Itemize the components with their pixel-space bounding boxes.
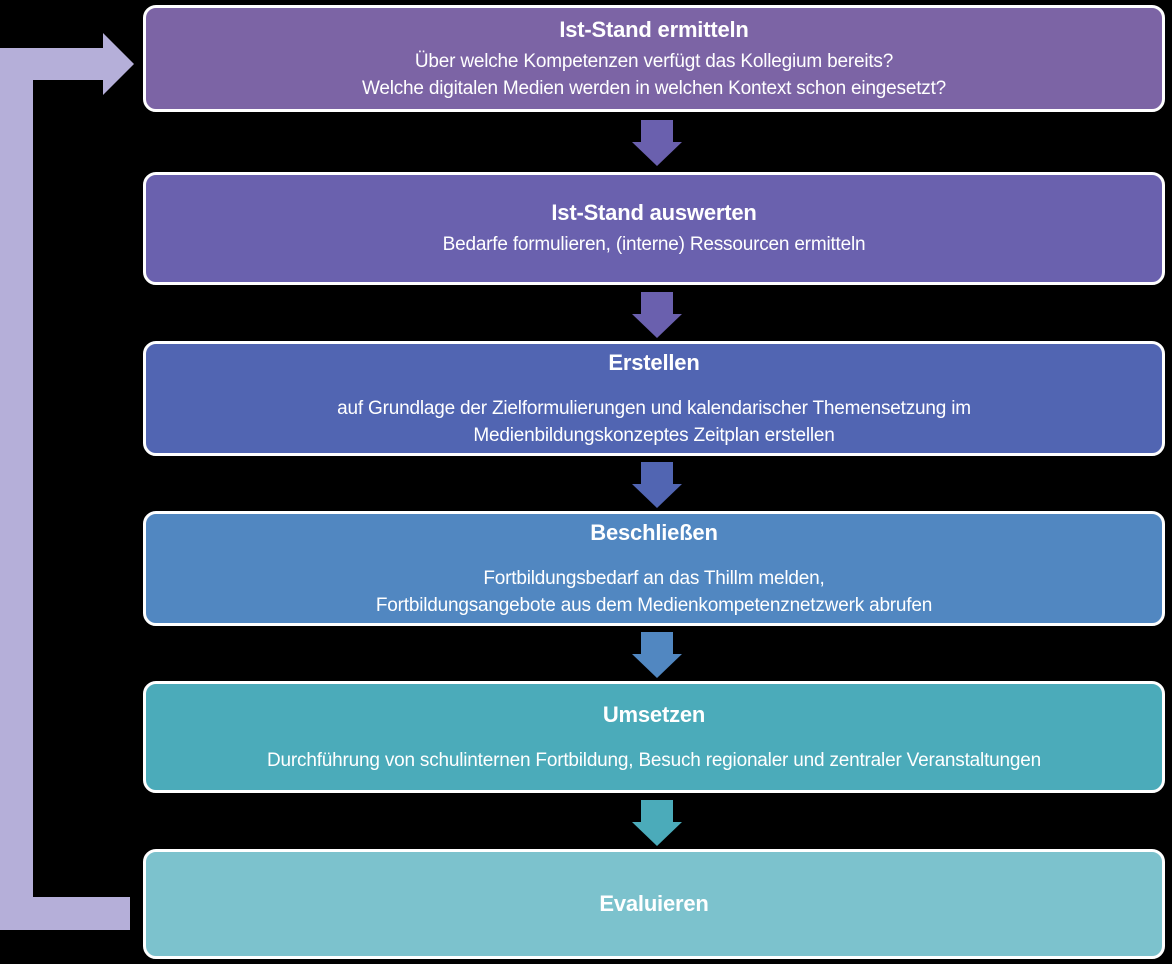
step-description-line: Fortbildungsbedarf an das Thillm melden, (483, 567, 825, 589)
down-arrow-shaft (641, 292, 673, 314)
down-arrow (632, 632, 682, 678)
step-box-erstellen: Erstellen auf Grundlage der Zielformulie… (143, 341, 1165, 456)
down-arrow (632, 292, 682, 338)
step-title: Ist-Stand ermitteln (559, 16, 749, 42)
step-box-umsetzen: Umsetzen Durchführung von schulinternen … (143, 681, 1165, 793)
down-arrow-head-icon (632, 822, 682, 846)
step-title: Evaluieren (599, 891, 709, 916)
loop-arrow-top-bar (0, 48, 104, 80)
down-arrow (632, 120, 682, 166)
loop-arrow-bottom-bar (0, 897, 130, 930)
step-box-ist-stand-auswerten: Ist-Stand auswerten Bedarfe formulieren,… (143, 172, 1165, 285)
step-description-line: Bedarfe formulieren, (interne) Ressource… (442, 234, 866, 255)
down-arrow (632, 800, 682, 846)
down-arrow-shaft (641, 120, 673, 142)
down-arrow (632, 462, 682, 508)
step-title: Umsetzen (602, 701, 706, 727)
step-description-line: Welche digitalen Medien werden in welche… (361, 77, 947, 99)
step-description-line: Durchführung von schulinternen Fortbildu… (267, 749, 1041, 771)
down-arrow-head-icon (632, 484, 682, 508)
step-box-beschliessen: Beschließen Fortbildungsbedarf an das Th… (143, 511, 1165, 626)
down-arrow-shaft (641, 800, 673, 822)
step-description-line: Medienbildungskonzeptes Zeitplan erstell… (473, 424, 835, 446)
step-title: Ist-Stand auswerten (551, 200, 757, 225)
down-arrow-shaft (641, 632, 673, 654)
down-arrow-head-icon (632, 142, 682, 166)
step-title: Beschließen (590, 519, 718, 545)
down-arrow-head-icon (632, 654, 682, 678)
loop-arrow-vertical-bar (0, 48, 33, 930)
down-arrow-shaft (641, 462, 673, 484)
step-description-line: Fortbildungsangebote aus dem Medienkompe… (375, 594, 933, 616)
step-title: Erstellen (608, 349, 700, 375)
down-arrow-head-icon (632, 314, 682, 338)
step-box-evaluieren: Evaluieren (143, 849, 1165, 959)
step-description-line: Über welche Kompetenzen verfügt das Koll… (414, 50, 894, 72)
step-description-line: auf Grundlage der Zielformulierungen und… (337, 397, 971, 419)
loop-arrow-head-icon (103, 33, 134, 95)
step-box-ist-stand-ermitteln: Ist-Stand ermitteln Über welche Kompeten… (143, 5, 1165, 112)
